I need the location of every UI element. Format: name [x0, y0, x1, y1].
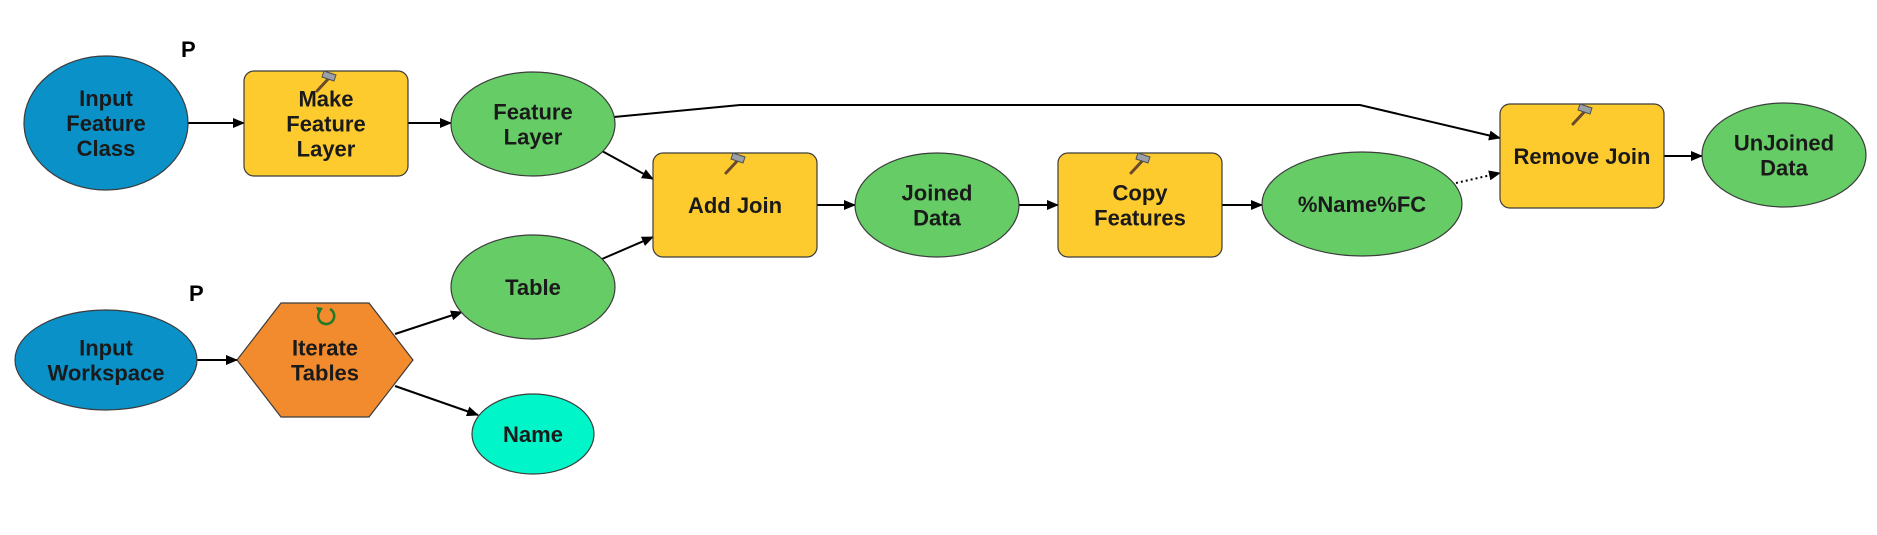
unjoined-data-shape [1701, 102, 1867, 208]
connector-name-fc-to-remove-join[interactable] [1455, 170, 1501, 184]
hammer-icon [315, 70, 337, 93]
connector-feature-layer-to-remove-join[interactable] [613, 104, 1501, 141]
input-feature-class-shape [23, 55, 189, 191]
connector-table-to-add-join[interactable] [601, 236, 654, 260]
hammer-icon [724, 152, 746, 175]
name-fc-shape [1261, 151, 1463, 257]
name-node[interactable]: Name [471, 393, 595, 475]
table-label: Table [505, 275, 561, 300]
connectors [188, 104, 1703, 417]
add-join-shape [652, 152, 818, 258]
iterate-icon [316, 307, 336, 326]
add-join-node[interactable]: Add Join [652, 152, 818, 258]
joined-data-shape [854, 152, 1020, 258]
remove-join-node[interactable]: Remove Join [1499, 103, 1665, 209]
name-fc-node[interactable]: %Name%FC [1261, 151, 1463, 257]
remove-join-label: Remove Join [1514, 144, 1651, 169]
input-feature-class-parameter-flag: P [181, 37, 196, 62]
iterate-tables-shape [236, 302, 414, 418]
hammer-icon [1129, 152, 1151, 175]
name-shape [471, 393, 595, 475]
table-shape [450, 234, 616, 340]
input-workspace-shape [14, 309, 198, 411]
name-fc-label: %Name%FC [1298, 192, 1426, 217]
input-workspace-parameter-flag: P [189, 281, 204, 306]
connector-iterate-tables-to-table[interactable] [394, 310, 463, 335]
copy-features-shape [1057, 152, 1223, 258]
make-feature-layer-shape [243, 70, 409, 177]
name-label: Name [503, 422, 563, 447]
hammer-icon [1571, 103, 1593, 126]
remove-join-shape [1499, 103, 1665, 209]
connector-iterate-tables-to-name[interactable] [394, 385, 479, 417]
add-join-label: Add Join [688, 193, 782, 218]
connector-feature-layer-to-add-join[interactable] [601, 150, 654, 180]
table-node[interactable]: Table [450, 234, 616, 340]
feature-layer-shape [450, 71, 616, 177]
